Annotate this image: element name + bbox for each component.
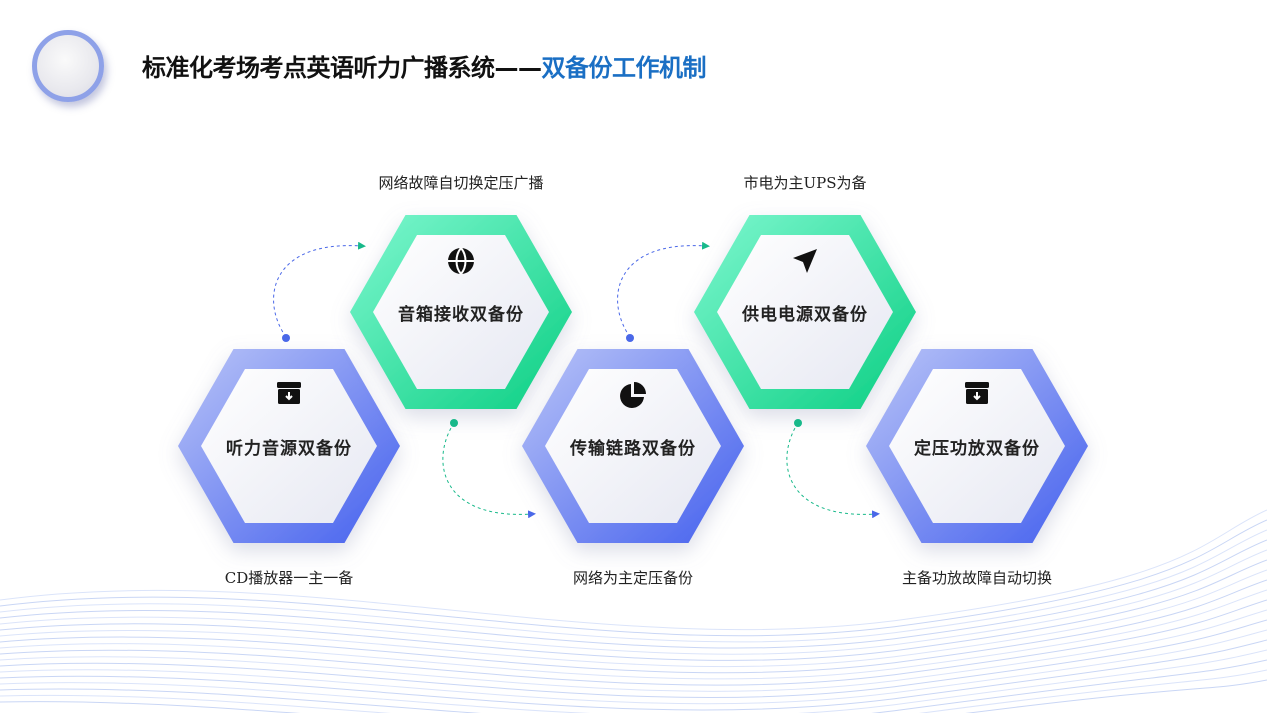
hexagon-inner bbox=[889, 369, 1065, 523]
wave-line bbox=[0, 569, 1267, 668]
connector-arrows bbox=[273, 241, 880, 519]
hexagon-inner bbox=[717, 235, 893, 389]
node-caption: 网络为主定压备份 bbox=[572, 569, 694, 587]
wave-line bbox=[0, 649, 1267, 713]
title-highlight: 双备份工作机制 bbox=[541, 54, 707, 82]
logo-circle bbox=[32, 30, 104, 102]
page-title: 标准化考场考点英语听力广播系统——双备份工作机制 bbox=[142, 48, 706, 83]
node-title: 供电电源双备份 bbox=[742, 305, 868, 325]
send-arrow-icon bbox=[791, 247, 819, 279]
hexagon-node-4 bbox=[694, 215, 916, 409]
node-caption: 主备功放故障自动切换 bbox=[901, 569, 1053, 587]
wave-line bbox=[0, 639, 1267, 711]
wave-line bbox=[0, 629, 1267, 705]
hexagon-inner bbox=[201, 369, 377, 523]
wave-line bbox=[0, 509, 1267, 631]
node-title: 音箱接收双备份 bbox=[398, 305, 524, 325]
node-caption: CD播放器一主一备 bbox=[224, 569, 354, 587]
wave-line bbox=[0, 619, 1267, 699]
wave-line bbox=[0, 609, 1267, 692]
node-title: 听力音源双备份 bbox=[226, 439, 352, 459]
node-caption: 网络故障自切换定压广播 bbox=[378, 174, 544, 192]
wave-line bbox=[0, 659, 1267, 713]
hexagon-inner bbox=[373, 235, 549, 389]
archive-download-icon bbox=[276, 381, 302, 409]
wave-line bbox=[0, 579, 1267, 674]
pie-chart-icon bbox=[619, 381, 647, 413]
wave-line bbox=[0, 679, 1267, 713]
hexagon-node-2 bbox=[350, 215, 572, 409]
hexagon-node-1 bbox=[178, 349, 400, 543]
wave-line bbox=[0, 519, 1267, 637]
globe-icon bbox=[447, 247, 475, 279]
wave-line bbox=[0, 669, 1267, 713]
wave-line bbox=[0, 529, 1267, 643]
archive-download-icon bbox=[964, 381, 990, 409]
hexagon-inner bbox=[545, 369, 721, 523]
hexagon-node-3 bbox=[522, 349, 744, 543]
node-title: 传输链路双备份 bbox=[570, 439, 696, 459]
wave-line bbox=[0, 539, 1267, 649]
wave-line bbox=[0, 559, 1267, 661]
title-main: 标准化考场考点英语听力广播系统—— bbox=[142, 54, 542, 82]
node-caption: 市电为主UPS为备 bbox=[743, 174, 867, 192]
node-title: 定压功放双备份 bbox=[914, 439, 1040, 459]
wave-line bbox=[0, 549, 1267, 655]
wave-line bbox=[0, 589, 1267, 680]
hexagon-node-5 bbox=[866, 349, 1088, 543]
wave-line bbox=[0, 599, 1267, 686]
background-waves bbox=[0, 509, 1267, 713]
